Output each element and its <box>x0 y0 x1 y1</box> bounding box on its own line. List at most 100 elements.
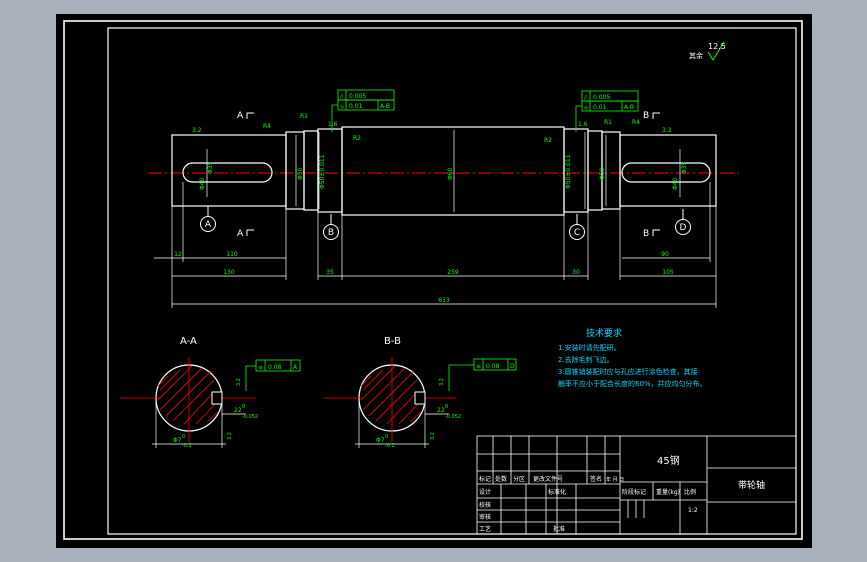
svg-text:-0.052: -0.052 <box>445 414 461 420</box>
svg-text:其余: 其余 <box>689 51 703 60</box>
svg-text:B-B: B-B <box>384 336 401 347</box>
note-r1-left: R1 <box>300 113 308 120</box>
svg-text:0.005: 0.005 <box>349 93 366 100</box>
tech-req-line-2: 2.去除毛刺飞边。 <box>558 355 614 364</box>
svg-text://: // <box>584 95 588 101</box>
tech-req-line-3: 3.圆锥销装配时应与孔应进行涂色检查，其接 <box>558 367 698 376</box>
svg-text:0: 0 <box>182 434 185 440</box>
dim-90: 90 <box>661 251 669 258</box>
svg-text:工艺: 工艺 <box>479 525 491 533</box>
datum-a: A <box>205 220 212 230</box>
dia-left-end2: Φ35 <box>207 161 214 174</box>
svg-text:校核: 校核 <box>479 501 491 509</box>
svg-text:◎: ◎ <box>340 104 345 110</box>
tech-req-line-4: 触率不应小于配合长度的60%，并应均匀分布。 <box>558 379 707 388</box>
ra-mid-left: 1.6 <box>328 121 338 128</box>
dia-right-brg: Φ50 <box>599 167 606 180</box>
outer-frame <box>63 20 803 540</box>
material: 45钢 <box>657 454 680 467</box>
svg-text:0.01: 0.01 <box>349 103 363 110</box>
dia-left-brg-tol: Φ50±0.011 <box>319 154 326 189</box>
svg-text:≡: ≡ <box>258 364 263 371</box>
note-r4-right: R4 <box>632 119 640 126</box>
ra-mid-right: 1.6 <box>578 121 588 128</box>
roughness-note: 其余 12.5 <box>689 41 726 61</box>
dim-130: 130 <box>223 269 235 276</box>
svg-text:Φ7: Φ7 <box>376 437 385 444</box>
svg-text:3.2: 3.2 <box>227 432 233 440</box>
dim-110: 110 <box>226 251 238 258</box>
svg-text:0: 0 <box>385 434 388 440</box>
svg-text:设计: 设计 <box>479 488 491 496</box>
svg-text:标准化: 标准化 <box>548 488 566 496</box>
svg-text:0.005: 0.005 <box>593 94 610 101</box>
datum-c: C <box>574 228 580 238</box>
section-aa-view: A-A ≡ 0.08 A <box>120 336 301 449</box>
section-b-bottom: B <box>643 229 649 239</box>
section-b-top: B <box>643 111 649 121</box>
section-a-top: A <box>237 111 244 121</box>
svg-text:0.01: 0.01 <box>593 104 607 111</box>
datum-d: D <box>680 223 687 233</box>
inner-frame <box>107 27 797 535</box>
dim-259: 259 <box>447 269 459 276</box>
tolerance-frame-right: // 0.005 ◎ 0.01 A-B <box>575 90 639 132</box>
keyway-left <box>182 162 273 183</box>
svg-text:1:2: 1:2 <box>688 507 698 514</box>
svg-text:D: D <box>510 363 515 370</box>
section-bb-tolerance: ≡ 0.08 D <box>448 358 517 391</box>
svg-text:12.5: 12.5 <box>708 42 726 51</box>
tech-requirements: 技术要求 1.安装时请先配研。 2.去除毛刺飞边。 3.圆锥销装配时应与孔应进行… <box>558 327 707 388</box>
svg-text:阶段标记: 阶段标记 <box>622 488 646 496</box>
dia-right-end2: Φ35 <box>681 161 688 174</box>
svg-text:3.2: 3.2 <box>439 378 445 386</box>
svg-text:◎: ◎ <box>584 105 589 111</box>
shaft-body <box>171 126 717 216</box>
svg-text:0.08: 0.08 <box>268 364 282 371</box>
dia-left-brg: Φ50 <box>297 167 304 180</box>
svg-text:22: 22 <box>234 407 242 414</box>
section-bb-view: B-B ≡ 0.08 D <box>324 336 517 449</box>
svg-text:-0.2: -0.2 <box>182 443 192 449</box>
svg-text:22: 22 <box>437 407 445 414</box>
datum-b: B <box>328 228 334 238</box>
dim-613: 613 <box>438 297 450 304</box>
dia-right-end: Φ40 <box>672 177 679 190</box>
svg-text:A-B: A-B <box>380 103 390 110</box>
svg-text:3.2: 3.2 <box>236 378 242 386</box>
dim-30: 30 <box>572 269 580 276</box>
svg-text:审核: 审核 <box>479 513 491 521</box>
note-r4-left: R4 <box>263 123 271 130</box>
svg-text:A-A: A-A <box>180 336 197 347</box>
svg-text:年 月 日: 年 月 日 <box>606 476 624 483</box>
svg-text:批准: 批准 <box>553 525 565 533</box>
cad-viewport[interactable]: 其余 12.5 Φ40 Φ35 Φ50 Φ50 <box>56 14 812 548</box>
svg-text:分区: 分区 <box>513 475 525 483</box>
dia-right-brg-tol: Φ50±0.011 <box>565 154 572 189</box>
svg-text:更改文件号: 更改文件号 <box>533 475 563 483</box>
tech-req-line-1: 1.安装时请先配研。 <box>558 343 621 352</box>
svg-text:3.2: 3.2 <box>430 432 436 440</box>
ra-right: 3.2 <box>662 127 672 134</box>
svg-text:Φ7: Φ7 <box>173 437 182 444</box>
title-block <box>476 435 797 535</box>
dia-center: Φ60 <box>447 167 454 180</box>
tech-req-title: 技术要求 <box>586 327 622 339</box>
dim-35: 35 <box>326 269 334 276</box>
dim-12: 12 <box>174 251 182 258</box>
svg-text:-0.2: -0.2 <box>385 443 395 449</box>
dim-105: 105 <box>662 269 674 276</box>
svg-text:比例: 比例 <box>684 488 696 496</box>
svg-text:签名: 签名 <box>590 475 602 483</box>
svg-text://: // <box>340 94 344 100</box>
svg-text:A: A <box>293 364 298 371</box>
svg-text:处数: 处数 <box>495 475 507 483</box>
engineering-drawing: 其余 12.5 Φ40 Φ35 Φ50 Φ50 <box>63 20 803 540</box>
svg-text:0: 0 <box>445 404 448 410</box>
svg-text:0.08: 0.08 <box>486 363 500 370</box>
part-name: 带轮轴 <box>738 479 765 491</box>
tolerance-frame-left: // 0.005 ◎ 0.01 A-B <box>331 89 395 132</box>
svg-text:0: 0 <box>242 404 245 410</box>
svg-text:标记: 标记 <box>479 475 491 483</box>
svg-text:≡: ≡ <box>476 363 481 370</box>
